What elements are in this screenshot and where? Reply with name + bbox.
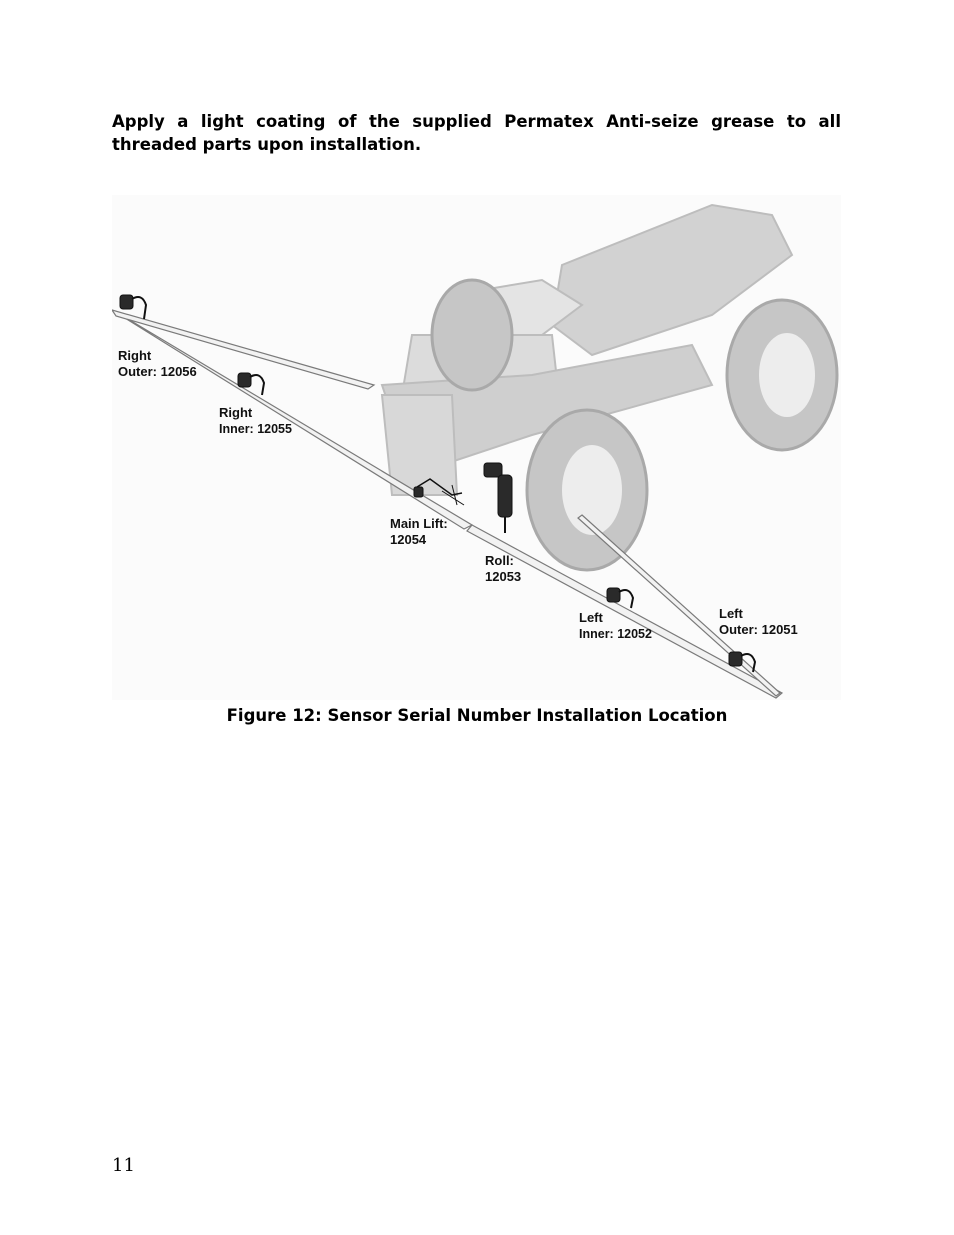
label-main-lift: Main Lift: 12054	[390, 516, 448, 547]
front-left-hub	[562, 445, 622, 535]
figure-caption: Figure 12: Sensor Serial Number Installa…	[226, 706, 728, 725]
sensor-main-lift	[413, 478, 465, 506]
label-right-outer: Right Outer: 12056	[118, 348, 197, 379]
label-roll: Roll: 12053	[485, 553, 522, 584]
left-boom-lower	[466, 524, 784, 699]
mast-shape	[380, 394, 459, 496]
sprayer-figure: Right Outer: 12056 Right Inner: 12055 Ma…	[112, 195, 841, 700]
sprayer-illustration	[112, 203, 839, 699]
sensor-right-outer	[119, 294, 148, 320]
label-left-outer: Left Outer: 12051	[719, 606, 798, 637]
left-boom-upper	[577, 514, 781, 697]
right-boom-upper	[112, 309, 376, 390]
instruction-paragraph: Apply a light coating of the supplied Pe…	[112, 112, 841, 154]
sensor-right-inner	[237, 372, 266, 396]
sensor-left-outer	[728, 651, 757, 673]
tank-shape	[550, 203, 794, 357]
label-right-inner: Right Inner: 12055	[219, 405, 292, 436]
page-number: 11	[112, 1155, 135, 1176]
sensor-left-inner	[606, 587, 635, 609]
front-right-wheel	[430, 278, 514, 392]
rear-right-hub	[759, 333, 815, 417]
label-left-inner: Left Inner: 12052	[579, 610, 652, 641]
sensor-roll	[483, 462, 513, 533]
